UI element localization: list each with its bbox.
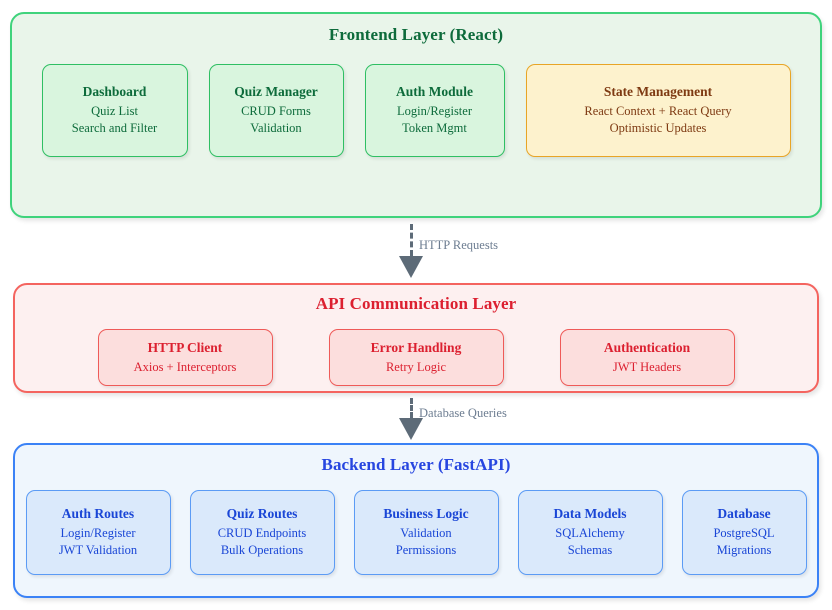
node-detail-line-1: Quiz List <box>91 104 138 119</box>
node-title: Quiz Routes <box>226 506 298 522</box>
node-detail-line-1: Axios + Interceptors <box>133 359 237 374</box>
connector-2-arrowhead-icon <box>399 418 423 440</box>
connector-1-label: HTTP Requests <box>419 238 499 252</box>
node-title: State Management <box>603 84 713 100</box>
node-detail-line-2: Validation <box>250 120 302 135</box>
connector-1-dashed-line <box>410 224 413 256</box>
node-title: Error Handling <box>370 339 462 355</box>
node-detail-line-1: CRUD Forms <box>241 104 311 119</box>
node-detail-line-1: Login/Register <box>60 526 136 541</box>
node-title: Dashboard <box>82 84 147 100</box>
node-detail-line-2: Migrations <box>716 542 772 557</box>
node-detail-line-1: PostgreSQL <box>713 526 775 541</box>
node-detail-line-2: Token Mgmt <box>402 120 467 135</box>
node-title: Data Models <box>553 506 627 522</box>
node-title: Database <box>717 506 771 522</box>
node-title: HTTP Client <box>147 339 223 355</box>
node-title: Quiz Manager <box>234 84 318 100</box>
node-detail-line-2: Bulk Operations <box>220 542 304 557</box>
node-detail-line-1: CRUD Endpoints <box>217 526 307 541</box>
api-layer-title: API Communication Layer <box>315 294 517 313</box>
node-detail-line-2: Search and Filter <box>71 120 158 135</box>
connector-2-dashed-line <box>410 398 413 418</box>
node-title: Authentication <box>603 339 691 355</box>
node-detail-line-1: Retry Logic <box>385 359 447 374</box>
frontend-layer-title: Frontend Layer (React) <box>328 25 504 44</box>
node-detail-line-1: React Context + React Query <box>584 104 732 119</box>
node-title: Auth Module <box>396 84 473 100</box>
node-detail-line-1: SQLAlchemy <box>555 526 625 541</box>
connector-2-label: Database Queries <box>419 406 507 420</box>
connector-1-arrowhead-icon <box>399 256 423 278</box>
node-detail-line-2: Optimistic Updates <box>609 120 707 135</box>
backend-layer-title: Backend Layer (FastAPI) <box>321 455 511 474</box>
node-detail-line-2: Permissions <box>395 542 457 557</box>
node-detail-line-2: JWT Validation <box>58 542 138 557</box>
node-detail-line-1: Login/Register <box>397 104 472 119</box>
node-detail-line-1: JWT Headers <box>612 359 682 374</box>
node-title: Business Logic <box>383 506 469 522</box>
node-detail-line-1: Validation <box>400 526 452 541</box>
node-detail-line-2: Schemas <box>567 542 613 557</box>
node-title: Auth Routes <box>61 506 135 522</box>
